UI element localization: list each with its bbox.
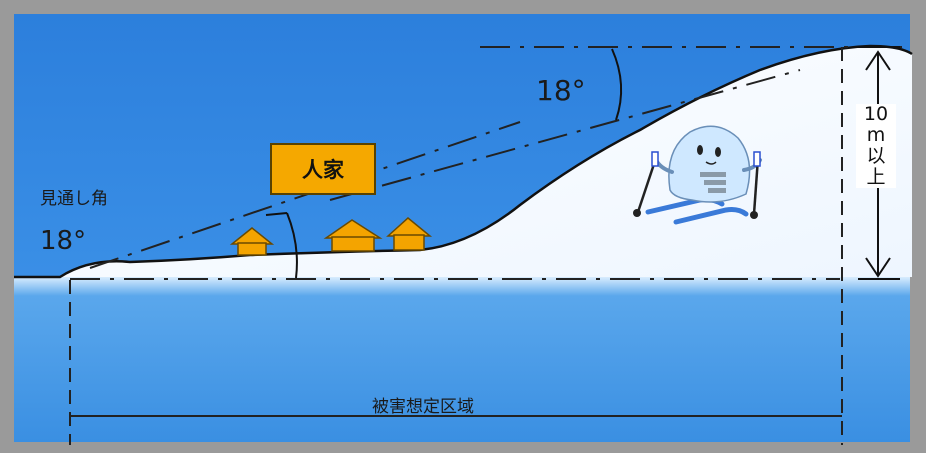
slope-outline — [14, 44, 913, 279]
angle-top-label: 18° — [536, 74, 586, 107]
height-char: m — [866, 124, 886, 146]
ski-pole-icon — [750, 151, 761, 219]
ground-band — [14, 276, 910, 442]
house-icon — [323, 219, 383, 252]
height-char: 上 — [866, 166, 886, 188]
sight-line-lower — [89, 121, 521, 269]
height-char: 以 — [866, 145, 886, 167]
damage-zone-label: 被害想定区域 — [372, 397, 474, 417]
ski-pole-icon — [633, 151, 659, 217]
angle-arc-left-top — [265, 212, 288, 216]
house-icon — [386, 217, 433, 251]
height-label: 10 m 以 上 — [856, 104, 896, 188]
house-tag: 人家 — [270, 143, 376, 195]
angle-left-label: 18° — [40, 226, 87, 256]
angle-arc-left — [286, 212, 298, 279]
down-arrow-icon — [865, 257, 891, 278]
sight-angle-label: 見通し角 — [40, 189, 108, 209]
sight-line-upper — [329, 69, 801, 201]
house-icon — [229, 227, 275, 256]
angle-arc-top — [611, 48, 623, 121]
height-char: 10 — [863, 103, 889, 125]
up-arrow-icon — [865, 50, 891, 71]
